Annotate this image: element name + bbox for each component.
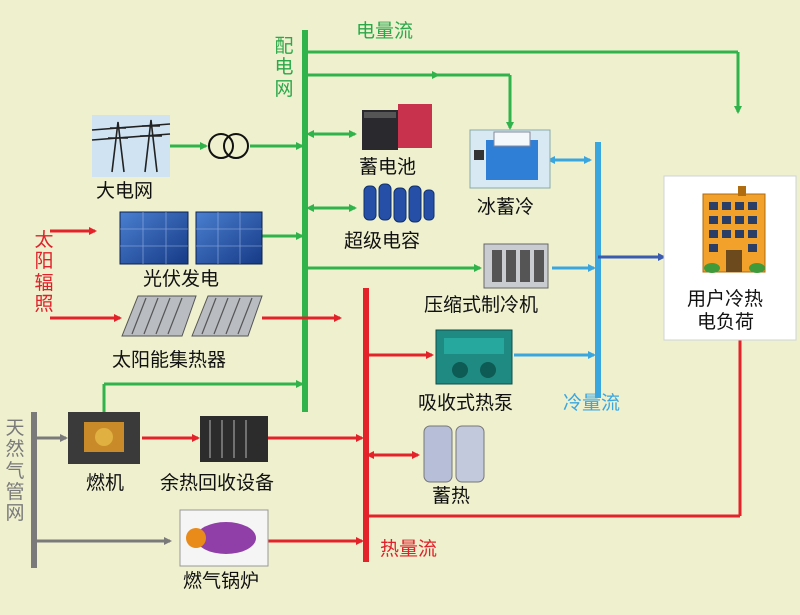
- supercapacitor-icon: [363, 183, 435, 223]
- label-gas-turbine: 燃机: [86, 472, 125, 494]
- building-icon: [663, 175, 797, 341]
- label-user-load-line1: 用户冷热: [687, 288, 764, 310]
- cold-network: [514, 142, 666, 398]
- label-battery: 蓄电池: [359, 156, 417, 178]
- label-chiller: 压缩式制冷机: [424, 294, 539, 316]
- gas-turbine-icon: [68, 412, 140, 464]
- heat-network: [50, 227, 742, 562]
- label-electric-flow: 电量流: [356, 20, 414, 42]
- heat-storage-icon: [423, 425, 485, 483]
- electric-network: [102, 30, 742, 412]
- label-natural-gas: 天然气管网: [5, 417, 25, 525]
- absorption-heat-pump-icon: [435, 329, 513, 385]
- gas-network: [31, 412, 172, 568]
- label-cold-flow: 冷量流: [563, 392, 621, 414]
- label-distribution-grid: 配电网: [274, 35, 294, 100]
- label-pv: 光伏发电: [143, 268, 220, 290]
- label-ice-storage: 冰蓄冷: [477, 196, 535, 218]
- transformer-icon: [208, 133, 249, 159]
- label-gas-boiler: 燃气锅炉: [183, 570, 260, 592]
- grid-tower-icon: [91, 115, 171, 177]
- label-solar-radiation: 太阳辐照: [34, 229, 54, 315]
- label-grid: 大电网: [96, 180, 154, 202]
- chiller-icon: [483, 243, 549, 289]
- label-supercap: 超级电容: [344, 230, 421, 252]
- label-heat-storage: 蓄热: [432, 485, 471, 507]
- label-heat-flow: 热量流: [380, 538, 438, 560]
- heat-recovery-icon: [200, 416, 268, 462]
- label-absorption-pump: 吸收式热泵: [418, 392, 514, 414]
- label-user-load-line2: 电负荷: [697, 311, 755, 333]
- ice-storage-icon: [469, 129, 551, 189]
- battery-icon: [362, 104, 432, 150]
- label-heat-recovery: 余热回收设备: [160, 472, 275, 494]
- pv-panel-icon: [119, 211, 263, 265]
- gas-boiler-icon: [179, 509, 269, 567]
- label-solar-collector: 太阳能集热器: [112, 349, 227, 371]
- solar-collector-icon: [121, 295, 263, 337]
